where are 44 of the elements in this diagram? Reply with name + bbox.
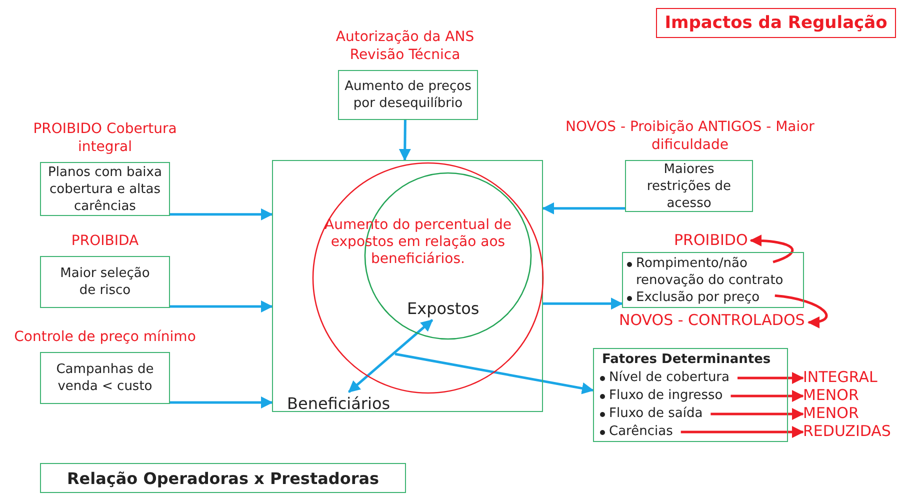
frame-box bbox=[272, 160, 543, 412]
arrow bbox=[542, 202, 625, 214]
process-box: Maior seleção de risco bbox=[40, 256, 170, 308]
process-box bbox=[593, 348, 788, 442]
process-box bbox=[622, 252, 804, 308]
box-heading: Autorização da ANS Revisão Técnica bbox=[334, 28, 476, 64]
title-box: Relação Operadoras x Prestadoras bbox=[40, 463, 406, 493]
title-box: Impactos da Regulação bbox=[656, 8, 896, 38]
circle-outline bbox=[312, 162, 544, 394]
box-heading: NOVOS - Proibição ANTIGOS - Maior dificuldade bbox=[564, 118, 816, 154]
arrow bbox=[680, 426, 804, 438]
circle-label: Expostos bbox=[407, 299, 480, 319]
annotation-text: PROIBIDO bbox=[674, 231, 748, 250]
box-heading: Controle de preço mínimo bbox=[13, 328, 197, 346]
arrow bbox=[348, 319, 434, 393]
arrow bbox=[738, 372, 804, 384]
list-item: Rompimento/não renovação do contrato bbox=[636, 255, 784, 289]
process-box: Aumento de preços por desequilíbrio bbox=[338, 70, 478, 120]
arrow bbox=[394, 352, 594, 394]
arrow bbox=[774, 294, 828, 328]
annotation-text: INTEGRAL bbox=[803, 368, 878, 387]
annotation-text: MENOR bbox=[803, 386, 859, 405]
list-item: Carências bbox=[609, 423, 673, 441]
arrow bbox=[170, 300, 273, 312]
annotation-text: NOVOS - CONTROLADOS bbox=[619, 311, 805, 330]
list-item: Fluxo de saída bbox=[609, 405, 703, 423]
box-heading: PROIBIDO Cobertura integral bbox=[32, 120, 178, 156]
list-item: Fluxo de ingresso bbox=[609, 387, 723, 405]
circle-label: Beneficiários bbox=[287, 394, 390, 414]
arrow bbox=[170, 208, 273, 220]
box-heading: Fatores Determinantes bbox=[602, 351, 771, 369]
process-box: Planos com baixa cobertura e altas carências bbox=[40, 162, 170, 216]
process-box: Maiores restrições de acesso bbox=[625, 160, 753, 212]
process-box: Campanhas de venda < custo bbox=[40, 352, 170, 404]
list-item: Exclusão por preço bbox=[636, 289, 761, 306]
annotation-text: MENOR bbox=[803, 404, 859, 423]
annotation-text: REDUZIDAS bbox=[803, 422, 891, 441]
arrow bbox=[398, 120, 411, 161]
arrow bbox=[710, 408, 804, 420]
list-item: Nível de cobertura bbox=[609, 369, 730, 387]
arrow bbox=[730, 390, 804, 402]
arrow bbox=[543, 298, 623, 310]
box-heading: PROIBIDA bbox=[70, 232, 140, 250]
arrow bbox=[170, 396, 273, 408]
